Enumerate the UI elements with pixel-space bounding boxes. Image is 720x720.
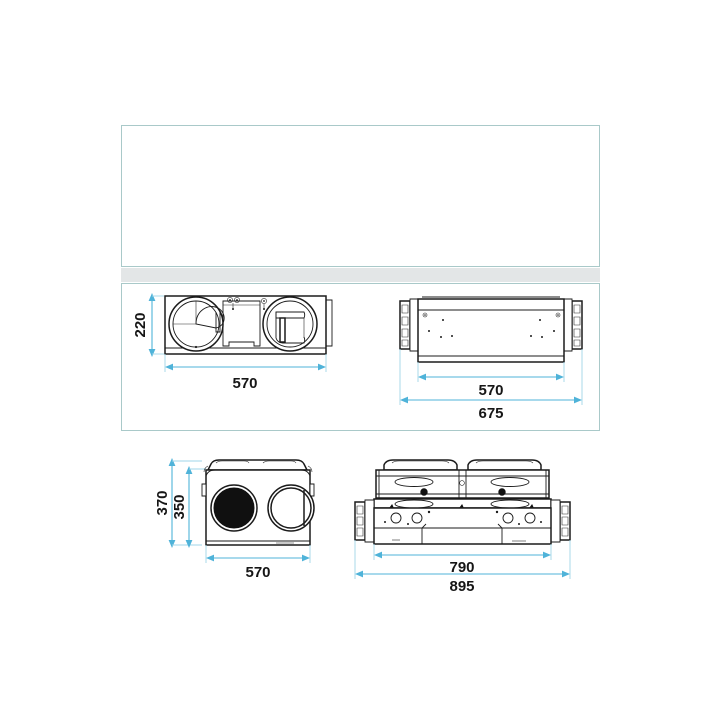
dimension-370-label: 370 — [154, 490, 171, 515]
unit-top-lid — [206, 459, 309, 471]
left-duct-opening — [210, 484, 258, 532]
dimension-895-label: 895 — [449, 578, 474, 595]
fixing-dots — [420, 488, 506, 496]
dimension-675: 675 — [399, 349, 583, 422]
dimension-570-top-left-label: 570 — [232, 375, 257, 392]
lower-body — [373, 507, 552, 545]
left-mount-bracket — [354, 499, 375, 543]
right-mount-bracket — [550, 499, 571, 543]
dimension-370: 370 — [154, 458, 202, 548]
top-lids — [383, 459, 542, 471]
dimension-570-top-left: 570 — [164, 354, 327, 392]
top-view-plain: 570 675 — [388, 288, 594, 422]
side-view-assembly: 790 895 — [352, 452, 576, 595]
dimension-675-label: 675 — [478, 405, 503, 422]
dimension-570-bottom-left: 570 — [205, 545, 311, 581]
left-fan-circle — [168, 296, 225, 352]
blank-panel — [121, 125, 600, 267]
right-duct-opening — [267, 484, 315, 532]
dimension-790: 790 — [373, 544, 552, 576]
surface-markings — [422, 312, 561, 338]
dimension-350-label: 350 — [171, 494, 188, 519]
right-mount-bracket — [563, 298, 583, 352]
front-view-ducts: 370 350 — [154, 452, 348, 581]
separator-band-top — [121, 268, 600, 282]
dimension-220: 220 — [132, 293, 164, 357]
dimension-350: 350 — [171, 466, 206, 548]
top-view-internal: 220 — [130, 288, 342, 393]
dimension-790-label: 790 — [449, 559, 474, 576]
upper-vents — [394, 477, 530, 487]
right-duct-circle — [262, 296, 318, 352]
upper-chassis — [375, 469, 550, 499]
centre-hatch — [222, 300, 261, 347]
side-tabs — [201, 465, 315, 497]
dimension-570-top-right: 570 — [417, 362, 565, 399]
dimension-570-top-right-label: 570 — [478, 382, 503, 399]
body-holes — [384, 510, 542, 544]
dimension-570-bottom-left-label: 570 — [245, 564, 270, 581]
dimension-220-label: 220 — [132, 312, 149, 337]
unit-body-outline — [417, 296, 565, 363]
fixing-points — [227, 297, 267, 310]
left-mount-bracket — [399, 298, 419, 352]
dimension-895: 895 — [354, 540, 571, 595]
